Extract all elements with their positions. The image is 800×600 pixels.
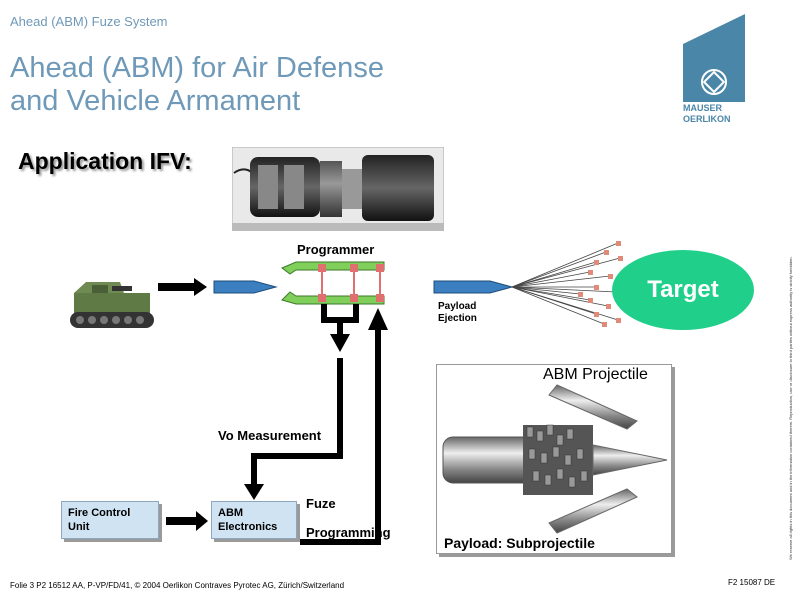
mauser-oerlikon-logo-icon: [683, 14, 745, 102]
payload-subprojectile-label: Payload: Subprojectile: [444, 535, 595, 551]
abm-projectile-label: ABM Projectile: [543, 366, 648, 383]
title-line-2: and Vehicle Armament: [10, 85, 301, 117]
abm-arrow-down-icon: [244, 484, 264, 500]
page-title: Ahead (ABM) for Air Defense and Vehicle …: [10, 52, 490, 118]
application-heading: Application IFV:: [18, 148, 192, 174]
logo-text: MAUSER OERLIKON: [683, 103, 731, 125]
vo-measurement-label: Vo Measurement: [218, 428, 322, 443]
logo-line-2: OERLIKON: [683, 114, 731, 124]
fire-control-line-1: Fire Control: [68, 507, 131, 519]
footer-text: Folie 3 P2 16512 AA, P-VP/FD/41, © 2004 …: [10, 581, 345, 590]
target-ellipse: Target: [612, 250, 754, 330]
abm-line-1: ABM: [218, 507, 244, 519]
title-line-1: Ahead (ABM) for Air Defense: [10, 52, 384, 84]
ifv-vehicle-icon: [70, 282, 154, 328]
fire-control-unit-box: Fire Control Unit: [61, 501, 159, 539]
programmer-photo: [232, 147, 444, 231]
fuze-programming-line: [300, 328, 381, 545]
abm-projectile-photo: [436, 364, 672, 554]
fire-control-line-2: Unit: [68, 521, 90, 533]
payload-ejection-label: Payload Ejection: [438, 301, 477, 325]
footer-doc-number: F2 15087 DE: [728, 578, 776, 587]
projectile-2-icon: [433, 280, 514, 294]
copyright-side-note: We reserve all rights in this document a…: [788, 256, 793, 560]
logo-line-1: MAUSER: [683, 103, 723, 113]
programmer-schematic: [281, 261, 385, 305]
programming-label: Programming: [306, 525, 391, 540]
vo-to-abm-line: [251, 358, 343, 486]
arrow-fcu-to-abm-icon: [166, 511, 208, 531]
projectile-icon: [213, 280, 278, 294]
dispersion-lines: [511, 242, 621, 325]
programmer-label: Programmer: [297, 242, 375, 257]
presentation-subtitle: Ahead (ABM) Fuze System: [10, 14, 168, 29]
vo-measurement-line: [321, 304, 359, 334]
vo-arrow-down-icon: [330, 334, 350, 352]
payload-ejection-line-2: Ejection: [438, 313, 477, 324]
arrow-to-projectile-icon: [158, 278, 207, 296]
abm-electronics-box: ABM Electronics: [211, 501, 297, 539]
fuze-arrow-up-icon: [368, 308, 388, 330]
payload-ejection-line-1: Payload: [438, 301, 477, 312]
abm-projectile-image: [442, 384, 668, 534]
abm-line-2: Electronics: [218, 521, 278, 533]
fuze-label: Fuze: [306, 496, 336, 511]
